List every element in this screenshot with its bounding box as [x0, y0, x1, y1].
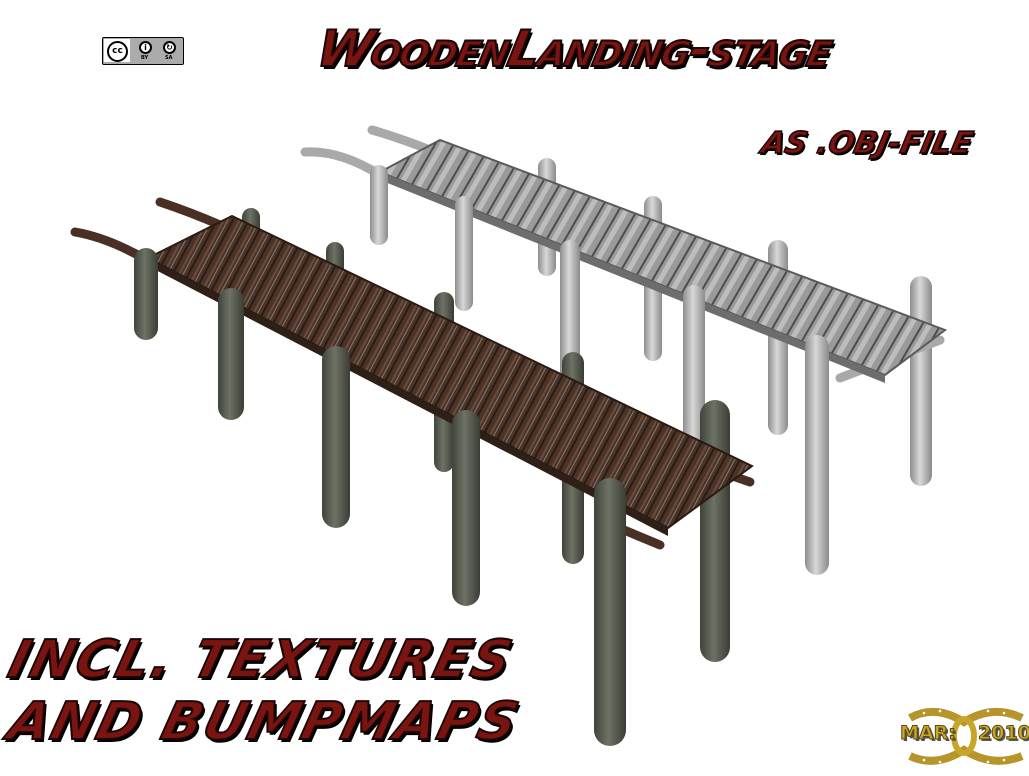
file-format-subtitle: AS .OBJ-FILE: [758, 125, 977, 162]
logo-year: 2010: [978, 722, 1029, 745]
share-alike-icon: ↻: [163, 41, 176, 54]
tagline-line-1: INCL. TEXTURES: [2, 629, 521, 691]
logo-month: MAR:: [900, 722, 957, 745]
textured-jetty-model: [70, 197, 755, 746]
creative-commons-license-badge: cc i ↻ BY SA: [102, 37, 184, 65]
page-title: WoodenLanding-stage: [311, 19, 838, 79]
tagline-line-2: AND BUMPMAPS: [2, 691, 527, 753]
by-label: BY: [141, 55, 149, 61]
attribution-icon: i: [139, 41, 152, 54]
gold-chain-emblem-icon: [908, 708, 1024, 765]
sa-label: SA: [165, 55, 173, 61]
author-date-logo: MAR: 2010: [900, 700, 1029, 770]
creative-commons-icon: cc: [107, 41, 128, 62]
